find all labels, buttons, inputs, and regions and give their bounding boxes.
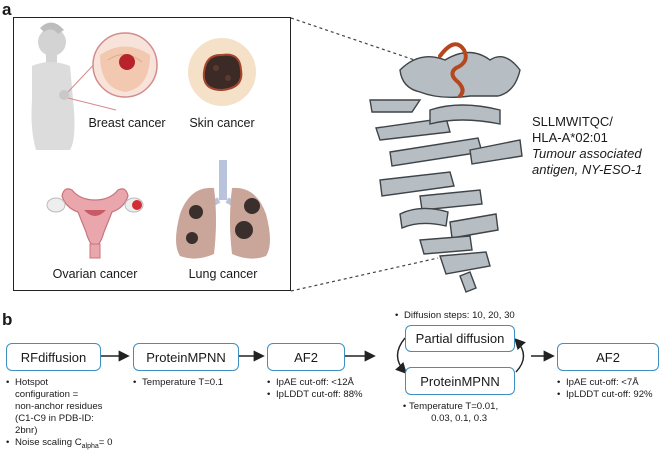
diffusion-steps-note: •Diffusion steps: 10, 20, 30 [395, 310, 515, 321]
rfdiffusion-notes: •Hotspot configuration = non-anchor resi… [6, 377, 112, 453]
hotspot-line-3: non-anchor residues [15, 401, 103, 412]
iplddt-cutoff-second: IpLDDT cut-off: 92% [566, 389, 653, 400]
peptide-sequence: SLLMWITQC/ [532, 114, 613, 129]
partial-diffusion-box: Partial diffusion [405, 325, 515, 352]
af2-first-notes: •IpAE cut-off: <12Å •IpLDDT cut-off: 88% [267, 377, 363, 400]
hotspot-line-4: (C1-C9 in PDB-ID: [15, 413, 94, 424]
hotspot-line-5: 2bnr) [15, 425, 38, 436]
hla-allele: HLA-A*02:01 [532, 130, 608, 145]
noise-prefix: Noise scaling C [15, 437, 82, 448]
proteinmpnn-notes: •Temperature T=0.1 [133, 377, 224, 388]
noise-scaling: Noise scaling Calpha= 0 [15, 437, 112, 453]
breast-cancer-label: Breast cancer [88, 116, 166, 130]
hotspot-line-1: Hotspot [15, 377, 49, 388]
proteinmpnn-box: ProteinMPNN [133, 343, 239, 371]
temperature-note: Temperature T=0.1 [142, 377, 224, 388]
proteinmpnn-loop-notes: •Temperature T=0.01, 0.03, 0.1, 0.3 [400, 401, 498, 425]
rfdiffusion-box: RFdiffusion [6, 343, 101, 371]
proteinmpnn-loop-box: ProteinMPNN [405, 367, 515, 395]
noise-suffix: = 0 [98, 437, 113, 448]
ovarian-cancer-label: Ovarian cancer [52, 267, 138, 281]
loop-temperature-line2: 0.03, 0.1, 0.3 [431, 413, 488, 424]
af2-second-notes: •IpAE cut-off: <7Å •IpLDDT cut-off: 92% [557, 377, 653, 400]
loop-temperature-line1: Temperature T=0.01, [409, 401, 499, 412]
af2-box-first: AF2 [267, 343, 345, 371]
lungs-icon [176, 160, 270, 259]
protein-ribbon-icon [369, 51, 523, 293]
panel-a-letter: a [2, 0, 12, 19]
ovarian-tumour-icon [132, 200, 142, 210]
uterus-icon [46, 188, 144, 259]
hotspot-line-2: configuration = [15, 389, 79, 400]
peptide-icon [438, 42, 468, 98]
diffusion-steps-text: Diffusion steps: 10, 20, 30 [404, 310, 515, 321]
lung-cancer-label: Lung cancer [188, 267, 258, 281]
noise-subscript: alpha [81, 442, 99, 450]
iplddt-cutoff-first: IpLDDT cut-off: 88% [276, 389, 363, 400]
panel-b-letter: b [2, 310, 13, 329]
tumour-icon [119, 54, 135, 70]
ipae-cutoff-second: IpAE cut-off: <7Å [566, 377, 639, 388]
woman-silhouette-icon [31, 22, 75, 150]
ipae-cutoff-first: IpAE cut-off: <12Å [276, 377, 354, 388]
af2-box-second: AF2 [557, 343, 659, 371]
antigen-description-line1: Tumour associated [532, 146, 642, 161]
antigen-description-line2: antigen, NY-ESO-1 [532, 162, 643, 177]
skin-cancer-label: Skin cancer [189, 116, 255, 130]
